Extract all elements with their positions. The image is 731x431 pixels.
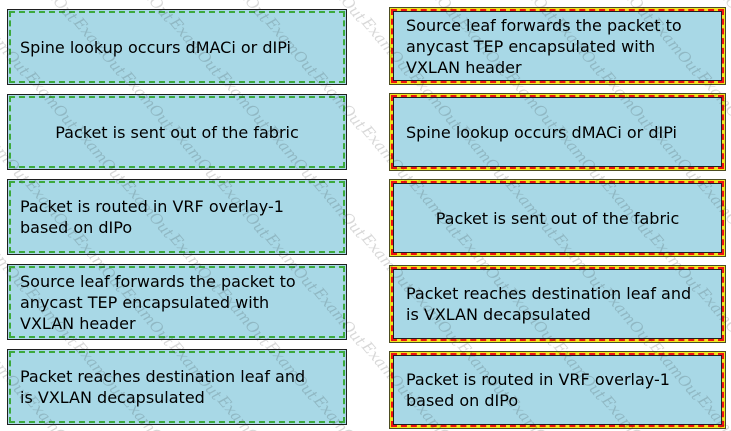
box-label: Packet reaches destination leaf and is V… <box>406 284 692 324</box>
drop-slot[interactable]: Spine lookup occurs dMACi or dIPi <box>389 93 726 171</box>
box-label: Packet is sent out of the fabric <box>55 122 299 142</box>
drag-item[interactable]: Packet is routed in VRF overlay-1 based … <box>7 179 347 255</box>
dropped-item[interactable]: Spine lookup occurs dMACi or dIPi <box>393 97 722 167</box>
drag-item[interactable]: Source leaf forwards the packet to anyca… <box>7 264 347 340</box>
target-list: Source leaf forwards the packet to anyca… <box>389 7 726 429</box>
box-label: Spine lookup occurs dMACi or dIPi <box>20 37 291 57</box>
dropped-item[interactable]: Packet is sent out of the fabric <box>393 183 722 253</box>
drag-item[interactable]: Packet is sent out of the fabric <box>7 94 347 170</box>
drop-slot[interactable]: Packet is sent out of the fabric <box>389 179 726 257</box>
dropped-item[interactable]: Source leaf forwards the packet to anyca… <box>393 11 722 81</box>
drag-item[interactable]: Packet reaches destination leaf and is V… <box>7 349 347 425</box>
box-label: Packet is sent out of the fabric <box>435 208 680 228</box>
drop-slot[interactable]: Packet is routed in VRF overlay-1 based … <box>389 351 726 429</box>
box-label: Packet is routed in VRF overlay-1 based … <box>20 197 284 237</box>
box-label: Packet reaches destination leaf and is V… <box>20 367 306 407</box>
drag-item[interactable]: Spine lookup occurs dMACi or dIPi <box>7 9 347 85</box>
source-list: Spine lookup occurs dMACi or dIPi Packet… <box>7 9 347 425</box>
dropped-item[interactable]: Packet is routed in VRF overlay-1 based … <box>393 355 722 425</box>
dropped-item[interactable]: Packet reaches destination leaf and is V… <box>393 269 722 339</box>
box-label: Source leaf forwards the packet to anyca… <box>20 271 296 333</box>
box-label: Packet is routed in VRF overlay-1 based … <box>406 370 670 410</box>
drop-slot[interactable]: Packet reaches destination leaf and is V… <box>389 265 726 343</box>
box-label: Spine lookup occurs dMACi or dIPi <box>406 122 677 142</box>
drop-slot[interactable]: Source leaf forwards the packet to anyca… <box>389 7 726 85</box>
box-label: Source leaf forwards the packet to anyca… <box>406 15 682 77</box>
